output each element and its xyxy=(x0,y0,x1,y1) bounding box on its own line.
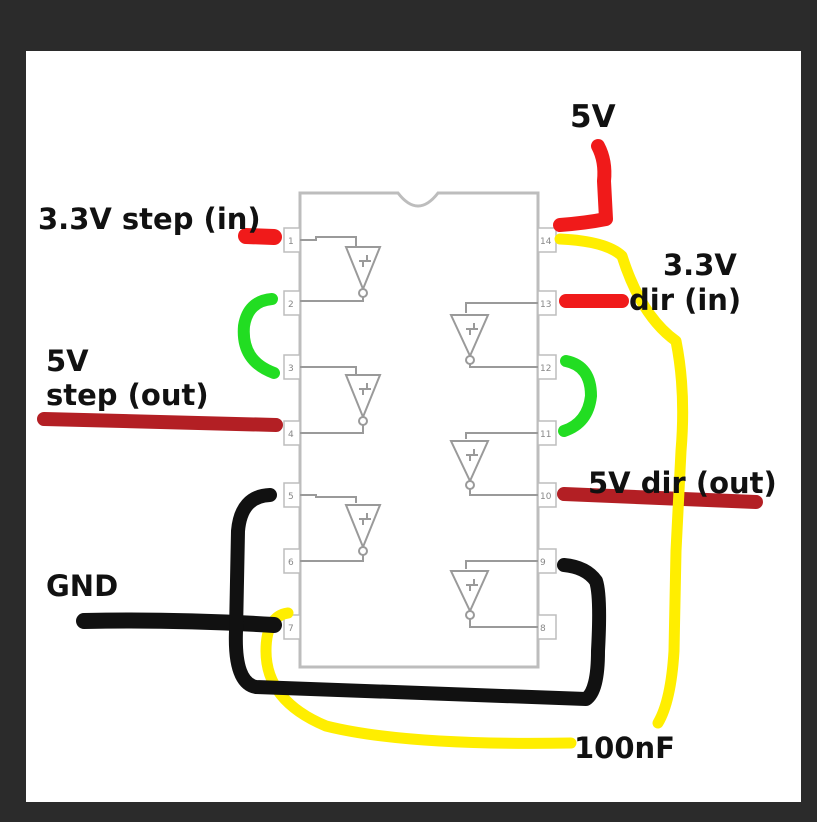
wire-gnd xyxy=(76,612,282,633)
diagram-canvas: 1 2 3 4 5 6 7 14 13 12 11 1 xyxy=(26,51,801,802)
label-dir-in-line1: 3.3V xyxy=(663,248,737,282)
pin-3-number: 3 xyxy=(288,364,294,374)
label-step-out-line2: step (out) xyxy=(46,378,209,412)
pin-10-number: 10 xyxy=(540,492,552,502)
wire-gnd-to-cap xyxy=(260,607,577,749)
pin-13-number: 13 xyxy=(540,300,551,310)
pin-14-number: 14 xyxy=(540,237,552,247)
label-step-in: 3.3V step (in) xyxy=(38,202,261,236)
gate-6-schmitt-inverter-icon xyxy=(449,560,538,628)
wire-vcc-to-cap xyxy=(554,233,689,729)
pin-5-number: 5 xyxy=(288,492,294,502)
pin-6-number: 6 xyxy=(288,558,294,568)
gate-5-schmitt-inverter-icon xyxy=(449,432,538,496)
pin-7-number: 7 xyxy=(288,624,294,634)
ic-package xyxy=(298,191,540,669)
label-5v-supply: 5V xyxy=(570,99,616,135)
pin-8-number: 8 xyxy=(540,624,546,634)
pin-1-number: 1 xyxy=(288,237,294,247)
wire-5v-supply xyxy=(553,139,613,232)
label-gnd: GND xyxy=(46,569,118,603)
wire-jumper-2-3 xyxy=(237,293,280,379)
right-pins: 14 13 12 11 10 9 8 xyxy=(537,227,557,640)
wire-dir-out xyxy=(557,487,763,509)
gate-4-schmitt-inverter-icon xyxy=(449,302,538,368)
wire-step-out xyxy=(37,412,283,432)
pin-2-number: 2 xyxy=(288,300,294,310)
pin-2 xyxy=(283,290,301,316)
pin-9-number: 9 xyxy=(540,558,546,568)
gate-2-schmitt-inverter-icon xyxy=(300,366,382,434)
gate-3-schmitt-inverter-icon xyxy=(300,494,382,562)
wire-jumper-11-12 xyxy=(558,355,597,437)
label-dir-out: 5V dir (out) xyxy=(588,466,777,500)
pin-4-number: 4 xyxy=(288,430,294,440)
gate-1-schmitt-inverter-icon xyxy=(300,236,382,302)
pin-12-number: 12 xyxy=(540,364,551,374)
pin-11-number: 11 xyxy=(540,430,551,440)
circuit-diagram: 1 2 3 4 5 6 7 14 13 12 11 1 xyxy=(37,99,777,765)
wire-step-in xyxy=(238,228,282,245)
left-pins: 1 2 3 4 5 6 7 xyxy=(283,227,301,640)
label-capacitor: 100nF xyxy=(574,731,675,765)
wire-gnd-loop xyxy=(228,488,607,706)
label-step-out-line1: 5V xyxy=(46,344,89,378)
label-dir-in-line2: dir (in) xyxy=(629,283,741,317)
